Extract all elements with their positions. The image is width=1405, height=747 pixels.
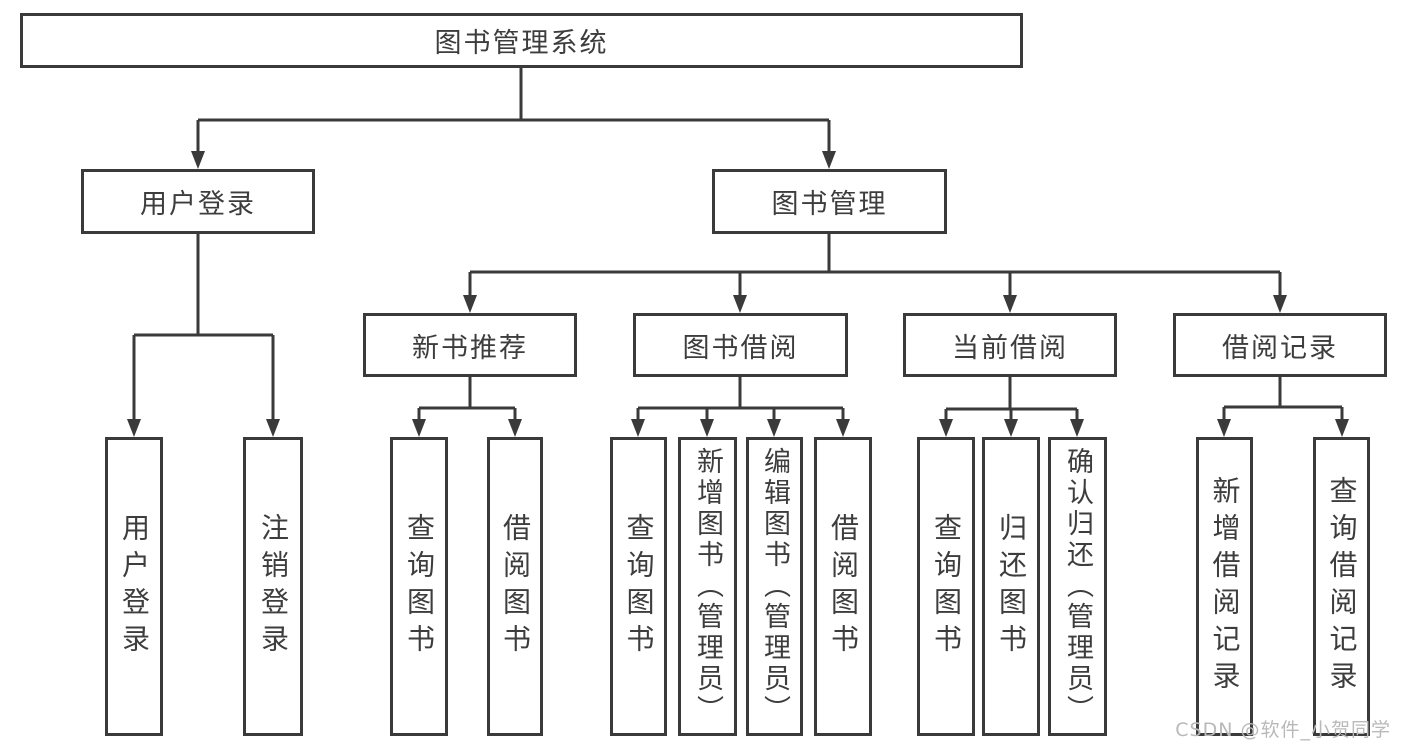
leaf-record-query-borrow-record: 查询借阅记录 <box>1313 437 1370 736</box>
leaf-current-confirm-return-admin-label: 确认归还（管理员） <box>1062 447 1093 726</box>
node-new-book-recommend-label: 新书推荐 <box>412 332 528 364</box>
node-user-login-label: 用户登录 <box>140 189 256 220</box>
node-new-book-recommend: 新书推荐 <box>363 313 577 377</box>
leaf-recommend-query-book-label: 查询图书 <box>403 512 436 661</box>
node-book-borrow: 图书借阅 <box>633 313 848 377</box>
leaf-borrow-borrow-book: 借阅图书 <box>814 437 872 736</box>
leaf-record-add-borrow-record-label: 新增借阅记录 <box>1208 475 1242 698</box>
node-current-borrow: 当前借阅 <box>903 313 1117 377</box>
node-book-management-label: 图书管理 <box>771 189 888 220</box>
leaf-recommend-borrow-book-label: 借阅图书 <box>499 512 532 661</box>
leaf-borrow-borrow-book-label: 借阅图书 <box>827 512 860 661</box>
node-root: 图书管理系统 <box>20 13 1023 68</box>
leaf-borrow-edit-book-admin: 编辑图书（管理员） <box>746 437 803 736</box>
leaf-user-login: 用户登录 <box>105 437 163 736</box>
watermark: CSDN @软件_小贺同学 <box>1175 719 1391 741</box>
leaf-recommend-borrow-book: 借阅图书 <box>487 437 543 736</box>
leaf-borrow-edit-book-admin-label: 编辑图书（管理员） <box>759 447 790 726</box>
leaf-current-query-book: 查询图书 <box>917 437 975 736</box>
node-current-borrow-label: 当前借阅 <box>952 332 1068 364</box>
leaf-logout-login: 注销登录 <box>243 437 303 736</box>
leaf-user-login-label: 用户登录 <box>118 512 151 661</box>
leaf-borrow-query-book: 查询图书 <box>610 437 667 736</box>
leaf-borrow-add-book-admin: 新增图书（管理员） <box>678 437 737 736</box>
node-borrow-record-label: 借阅记录 <box>1222 332 1338 364</box>
node-root-label: 图书管理系统 <box>434 28 609 59</box>
leaf-current-confirm-return-admin: 确认归还（管理员） <box>1048 437 1107 736</box>
leaf-logout-login-label: 注销登录 <box>257 512 290 661</box>
leaf-current-return-book: 归还图书 <box>982 437 1040 736</box>
leaf-borrow-add-book-admin-label: 新增图书（管理员） <box>692 447 723 726</box>
arrowheads <box>127 151 1349 437</box>
leaf-record-query-borrow-record-label: 查询借阅记录 <box>1325 475 1359 698</box>
node-borrow-record: 借阅记录 <box>1173 313 1387 377</box>
leaf-borrow-query-book-label: 查询图书 <box>622 512 656 661</box>
leaf-record-add-borrow-record: 新增借阅记录 <box>1196 437 1253 736</box>
leaf-recommend-query-book: 查询图书 <box>390 437 448 736</box>
node-book-management: 图书管理 <box>712 169 947 234</box>
node-user-login: 用户登录 <box>81 169 315 234</box>
leaf-current-query-book-label: 查询图书 <box>930 512 963 661</box>
leaf-current-return-book-label: 归还图书 <box>995 512 1028 661</box>
node-book-borrow-label: 图书借阅 <box>682 332 799 364</box>
